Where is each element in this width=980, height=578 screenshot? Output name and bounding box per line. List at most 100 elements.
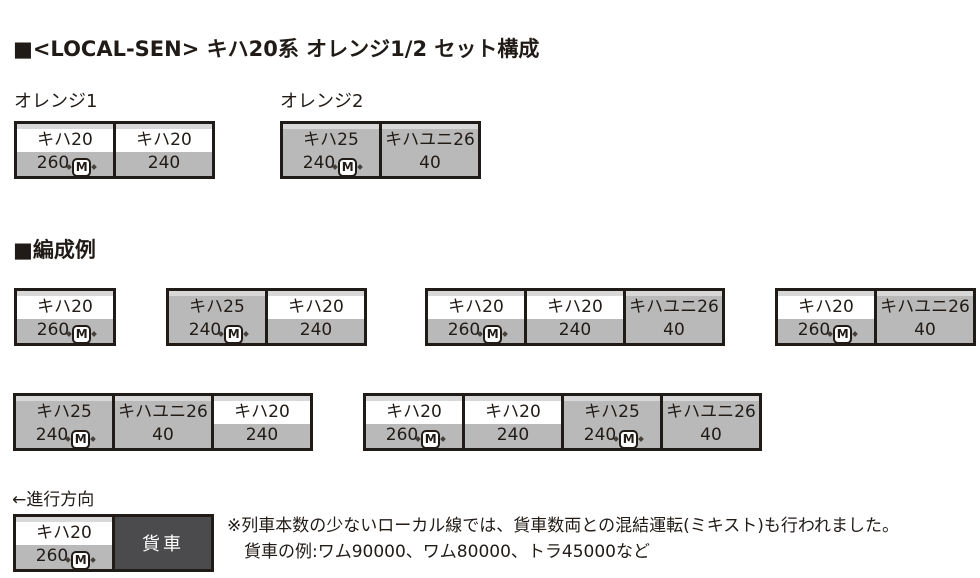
car-series-name: キハ20	[288, 297, 344, 317]
car-number: 240	[302, 153, 336, 173]
motor-car-badge: M	[619, 430, 639, 448]
train-car-cell: キハ20 240	[462, 396, 561, 448]
car-series-name: キハユニ26	[118, 402, 208, 422]
car-series-name: キハ20	[485, 402, 541, 422]
motor-car-badge: M	[72, 325, 92, 343]
car-number: 40	[663, 320, 685, 340]
motor-car-badge: M	[833, 325, 853, 343]
car-number-line: 40	[382, 152, 478, 176]
car-number: 260	[385, 425, 419, 445]
examples-heading: ■編成例	[13, 238, 96, 262]
car-series-name: キハ25	[36, 402, 92, 422]
car-number: 260	[35, 546, 69, 566]
motor-car-badge: M	[224, 325, 244, 343]
car-number-line: 240	[465, 424, 561, 448]
car-series-name: キハユニ26	[385, 130, 475, 150]
train-car-cell: キハ20 240	[113, 124, 212, 176]
footnote: ※列車本数の少ないローカル線では、貨車数両との混結運転(ミキスト)も行われました…	[227, 513, 899, 565]
motor-car-badge: M	[338, 158, 358, 176]
car-number: 40	[914, 320, 936, 340]
set-label-orange2: オレンジ2	[280, 91, 364, 112]
direction-of-travel-label: ←進行方向	[12, 490, 95, 510]
car-number: 240	[35, 425, 69, 445]
car-series-name: キハ20	[36, 523, 92, 543]
car-number: 260	[797, 320, 831, 340]
car-series-name: キハ20	[37, 297, 93, 317]
car-number: 260	[447, 320, 481, 340]
car-series-name: キハ20	[798, 297, 854, 317]
car-series-name: キハユニ26	[880, 297, 970, 317]
car-series-name: キハ20	[136, 130, 192, 150]
motor-car-badge: M	[71, 430, 91, 448]
car-number: 260	[36, 153, 70, 173]
car-number: 240	[558, 320, 592, 340]
car-number: 260	[36, 320, 70, 340]
car-series-name: キハユニ26	[629, 297, 719, 317]
car-number-line: 40	[877, 319, 973, 343]
car-series-name: キハユニ26	[666, 402, 756, 422]
car-number: 240	[583, 425, 617, 445]
car-series-name: キハ20	[547, 297, 603, 317]
footnote-line1: ※列車本数の少ないローカル線では、貨車数両との混結運転(ミキスト)も行われました…	[227, 516, 899, 536]
motor-car-badge: M	[71, 551, 91, 569]
train-car-cell: キハユニ26 40	[660, 396, 759, 448]
motor-car-badge: M	[72, 158, 92, 176]
motor-car-badge: M	[421, 430, 441, 448]
car-series-name: キハ20	[37, 130, 93, 150]
freight-car-cell: 貨車	[112, 517, 211, 569]
car-number: 40	[419, 153, 441, 173]
set-label-orange1: オレンジ1	[14, 91, 98, 112]
car-series-name: キハ20	[448, 297, 504, 317]
car-number: 240	[147, 153, 181, 173]
car-series-name: キハ20	[386, 402, 442, 422]
car-number-line: 240	[268, 319, 364, 343]
train-car-cell: キハ20 240	[524, 291, 623, 343]
train-car-cell: キハユニ26 40	[623, 291, 722, 343]
car-number-line: 40	[626, 319, 722, 343]
car-series-name: キハ25	[303, 130, 359, 150]
train-car-cell: キハユニ26 40	[874, 291, 973, 343]
car-number-line: 40	[663, 424, 759, 448]
car-number-line: 240	[214, 424, 310, 448]
car-number: 240	[496, 425, 530, 445]
motor-car-badge: M	[483, 325, 503, 343]
car-number-line: 240	[116, 152, 212, 176]
freight-car-label: 貨車	[142, 534, 184, 555]
car-number-line: 40	[115, 424, 211, 448]
car-number: 40	[700, 425, 722, 445]
car-series-name: キハ25	[584, 402, 640, 422]
train-car-cell: キハユニ26 40	[379, 124, 478, 176]
car-number-line: 240	[527, 319, 623, 343]
